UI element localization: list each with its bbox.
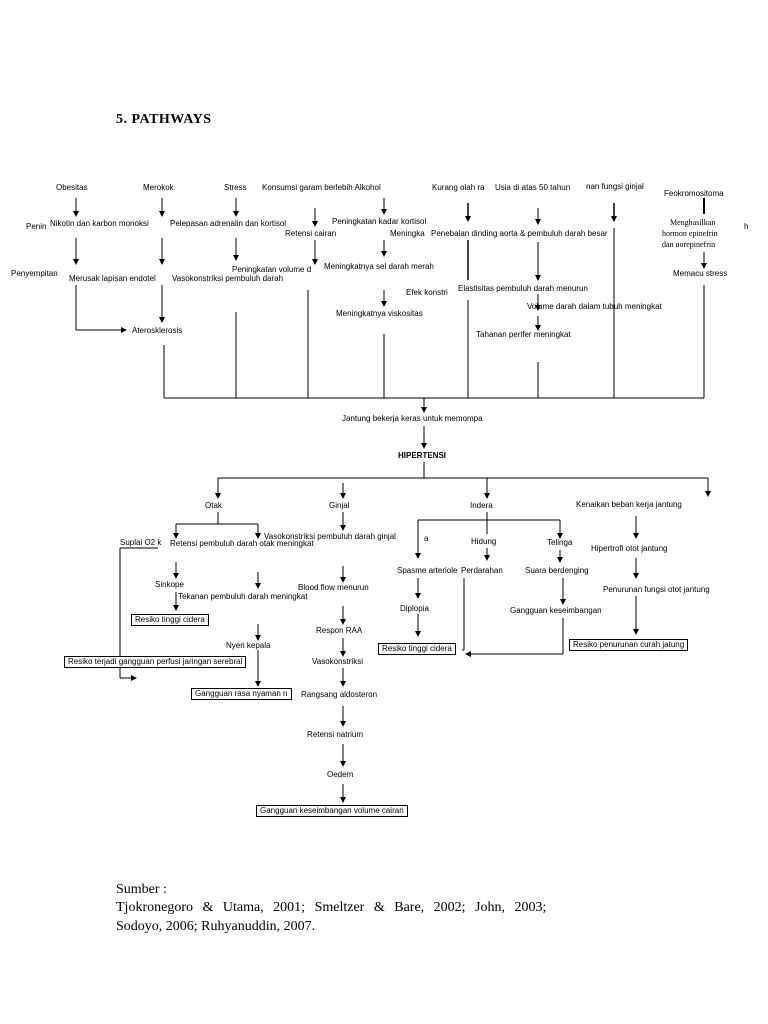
node-perdarahan: Perdarahan bbox=[461, 566, 503, 575]
diagnosis-resiko-curah-jantung: Resiko penurunan curah jatung bbox=[569, 639, 689, 651]
node-meningka: Meningka bbox=[390, 229, 425, 238]
node-peningkatan-volume: Peningkatan volume d bbox=[232, 265, 312, 274]
node-truncated-h: h bbox=[744, 222, 749, 231]
node-retensi-natrium: Retensi natrium bbox=[307, 730, 364, 739]
node-pelepasan-adrenalin: Pelepasan adrenalin dan kortisol bbox=[170, 219, 287, 228]
node-efek-konstri: Efek konstri bbox=[406, 288, 448, 297]
node-rangsang-aldosteron: Rangsang aldosteron bbox=[301, 690, 378, 699]
source-label: Sumber : bbox=[116, 882, 167, 897]
node-retensi-pembuluh-otak: Retensi pembuluh darah otak meningkat bbox=[170, 539, 314, 548]
diagnosis-gangguan-rasa-nyaman: Gangguan rasa nyaman n bbox=[191, 688, 292, 700]
node-hidung: Hidung bbox=[471, 537, 497, 546]
node-nyeri-kepala: Nyeri kepala bbox=[226, 641, 271, 650]
node-peningkatan-kortisol: Peningkatan kadar kortisol bbox=[332, 217, 427, 226]
node-kenaikan-beban: Kenaikan beban kerja jantung bbox=[576, 500, 682, 509]
node-menghasilkan-line2: hormon epinefrin bbox=[662, 229, 718, 238]
node-penyempitan: Penyempitan bbox=[11, 269, 58, 278]
node-vasokonstriksi-ginjal: Vasokonstriksi pembuluh darah ginjal bbox=[264, 532, 396, 541]
node-blood-flow: Blood flow menurun bbox=[298, 583, 369, 592]
node-sinkope: Sinkope bbox=[155, 580, 184, 589]
node-volume-darah: Volume darah dalam tubuh meningkat bbox=[527, 302, 662, 311]
node-kurang-olahraga: Kurang olah ra bbox=[432, 183, 485, 192]
node-otak: Otak bbox=[205, 501, 222, 510]
source-line-1: Tjokronegoro & Utama, 2001; Smeltzer & B… bbox=[116, 900, 547, 915]
node-usia: Usia di atas 50 tahun bbox=[495, 183, 571, 192]
node-penin: Penin bbox=[26, 222, 47, 231]
node-meningkatnya-viskositas: Meningkatnya viskositas bbox=[336, 309, 423, 318]
node-menghasilkan-line1: Menghasilkan bbox=[670, 218, 716, 227]
node-fungsi-ginjal: nan fungsi ginjal bbox=[586, 182, 644, 191]
node-tahanan-perifer: Tahanan perifer meningkat bbox=[476, 330, 571, 339]
node-tekanan-pembuluh: Tekanan pembuluh darah meningkat bbox=[178, 592, 308, 601]
node-feokromositoma: Feokromositoma bbox=[664, 189, 724, 198]
node-hipertensi: HIPERTENSI bbox=[398, 451, 447, 460]
node-diplopia: Diplopia bbox=[400, 604, 429, 613]
node-suara-berdenging: Suara berdenging bbox=[525, 566, 589, 575]
node-vasokonstriksi: Vasokonstriksi bbox=[312, 657, 363, 666]
diagnosis-resiko-perfusi-serebral: Resiko terjadi gangguan perfusi jaringan… bbox=[64, 656, 247, 668]
node-memacu-stress: Memacu stress bbox=[673, 269, 728, 278]
node-telinga: Telinga bbox=[547, 538, 573, 547]
node-menghasilkan-line3: dan norepinefrin bbox=[662, 240, 716, 249]
section-heading: 5. PATHWAYS bbox=[116, 112, 212, 127]
node-respon-raa: Respon RAA bbox=[316, 626, 363, 635]
node-suplai-o2: Suplai O2 k bbox=[120, 538, 162, 547]
diagnosis-resiko-cidera-indera: Resiko tinggi cidera bbox=[378, 643, 456, 655]
node-merusak-lapisan-endotel: Merusak lapisan endotel bbox=[69, 274, 156, 283]
node-penurunan-fungsi-otot: Penurunan fungsi otot jantung bbox=[603, 585, 710, 594]
node-nikotin: Nikotin dan karbon monoksi bbox=[50, 219, 149, 228]
source-line-2: Sodoyo, 2006; Ruhyanuddin, 2007. bbox=[116, 919, 316, 934]
node-jantung-bekerja: Jantung bekerja keras untuk memompa bbox=[342, 414, 483, 423]
node-indera: Indera bbox=[470, 501, 493, 510]
node-penebalan-dinding: Penebalan dinding aorta & pembuluh darah… bbox=[431, 229, 608, 238]
node-ginjal: Ginjal bbox=[329, 501, 350, 510]
node-truncated-a: a bbox=[424, 534, 429, 543]
node-meningkatnya-sel-darah: Meningkatnya sel darah merah bbox=[324, 262, 434, 271]
node-merokok: Merokok bbox=[143, 183, 174, 192]
node-spasme-arteriole: Spasme arteriole bbox=[397, 566, 458, 575]
diagnosis-gangguan-volume-cairan: Gangguan keseimbangan volume cairan bbox=[256, 805, 408, 817]
node-oedem: Oedem bbox=[327, 770, 354, 779]
node-aterosklerosis: Aterosklerosis bbox=[132, 326, 183, 335]
node-vasokonstriksi-pembuluh: Vasokonstriksi pembuluh darah bbox=[172, 274, 284, 283]
diagnosis-resiko-cidera-otak: Resiko tinggi cidera bbox=[131, 614, 209, 626]
node-stress: Stress bbox=[224, 183, 247, 192]
node-obesitas: Obesitas bbox=[56, 183, 88, 192]
node-konsumsi-garam-alkohol: Konsumsi garam berlebih Alkohol bbox=[262, 183, 381, 192]
node-gangguan-keseimbangan: Gangguan keseimbangan bbox=[510, 606, 602, 615]
node-retensi-cairan: Retensi cairan bbox=[285, 229, 337, 238]
node-elastisitas: Elastisitas pembuluh darah menurun bbox=[458, 284, 588, 293]
node-hipertrofi: Hipertrofi otot jantung bbox=[591, 544, 668, 553]
